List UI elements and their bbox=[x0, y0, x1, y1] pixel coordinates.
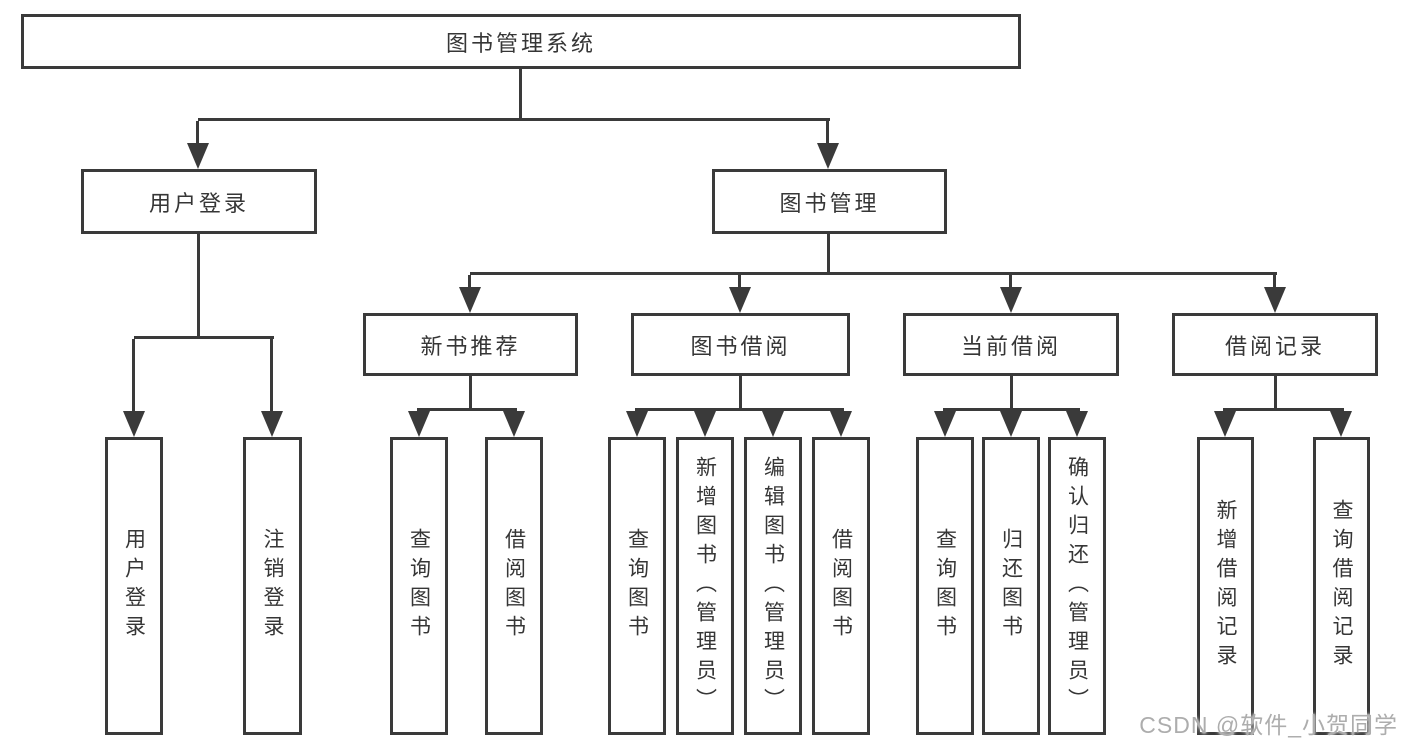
arrowhead-icon bbox=[408, 411, 430, 437]
arrowhead-icon bbox=[830, 411, 852, 437]
arrow-to-leaf-login bbox=[123, 339, 145, 437]
leaf-borrow-book-recommend-label: 借阅图书 bbox=[502, 528, 526, 644]
arrowhead-icon bbox=[503, 411, 525, 437]
arrow-leaf bbox=[1214, 408, 1236, 437]
leaf-edit-book-admin: 编辑图书（管理员） bbox=[744, 437, 802, 735]
connector-book-management-drop bbox=[827, 234, 830, 275]
connector-level3-bus bbox=[470, 272, 1277, 275]
arrowhead-icon bbox=[1214, 411, 1236, 437]
leaf-logout-label: 注销登录 bbox=[261, 528, 284, 644]
leaf-confirm-return-admin-label: 确认归还（管理员） bbox=[1065, 455, 1089, 717]
arrow-leaf bbox=[408, 408, 430, 437]
node-borrow-records-label: 借阅记录 bbox=[1224, 333, 1325, 359]
arrow-leaf bbox=[626, 408, 648, 437]
arrowhead-icon bbox=[1066, 411, 1088, 437]
connector-current-borrow-drop bbox=[1010, 376, 1013, 408]
node-book-management-label: 图书管理 bbox=[779, 190, 880, 216]
arrowhead-icon bbox=[626, 411, 648, 437]
connector-user-login-drop bbox=[197, 234, 200, 336]
leaf-query-book-recommend: 查询图书 bbox=[390, 437, 448, 735]
arrow-leaf bbox=[1000, 408, 1022, 437]
connector-book-borrow-drop bbox=[739, 376, 742, 408]
node-borrow-records: 借阅记录 bbox=[1172, 313, 1378, 376]
node-root-label: 图书管理系统 bbox=[445, 30, 596, 56]
arrowhead-icon bbox=[1000, 411, 1022, 437]
connector-user-login-bus bbox=[134, 336, 274, 339]
node-current-borrow-label: 当前借阅 bbox=[960, 333, 1061, 359]
arrowhead-icon bbox=[187, 143, 209, 169]
arrow-to-new-book-recommend bbox=[459, 275, 481, 313]
arrow-leaf bbox=[1066, 408, 1088, 437]
connector-current-borrow-bus bbox=[945, 408, 1080, 411]
leaf-query-book-recommend-label: 查询图书 bbox=[407, 528, 431, 644]
connector-root-drop bbox=[519, 68, 522, 121]
arrow-leaf bbox=[694, 408, 716, 437]
leaf-edit-book-admin-label: 编辑图书（管理员） bbox=[761, 455, 785, 717]
leaf-query-book-current: 查询图书 bbox=[916, 437, 974, 735]
leaf-add-borrow-record-label: 新增借阅记录 bbox=[1214, 499, 1237, 673]
arrow-to-current-borrow bbox=[1000, 275, 1022, 313]
arrowhead-icon bbox=[123, 411, 145, 437]
leaf-borrow-book: 借阅图书 bbox=[812, 437, 870, 735]
arrowhead-icon bbox=[934, 411, 956, 437]
arrow-leaf bbox=[1330, 408, 1352, 437]
node-book-borrow-label: 图书借阅 bbox=[690, 333, 791, 359]
arrow-to-book-borrow bbox=[729, 275, 751, 313]
leaf-borrow-book-label: 借阅图书 bbox=[829, 528, 853, 644]
arrowhead-icon bbox=[1000, 287, 1022, 313]
leaf-query-book-current-label: 查询图书 bbox=[933, 528, 957, 644]
arrow-to-book-management bbox=[817, 121, 839, 169]
arrowhead-icon bbox=[459, 287, 481, 313]
connector-level2-bus bbox=[198, 118, 830, 121]
leaf-query-book-borrow: 查询图书 bbox=[608, 437, 666, 735]
leaf-add-borrow-record: 新增借阅记录 bbox=[1197, 437, 1254, 735]
leaf-return-book: 归还图书 bbox=[982, 437, 1040, 735]
connector-borrow-records-bus bbox=[1225, 408, 1344, 411]
leaf-borrow-book-recommend: 借阅图书 bbox=[485, 437, 543, 735]
arrow-to-borrow-records bbox=[1264, 275, 1286, 313]
connector-borrow-records-drop bbox=[1274, 376, 1277, 408]
leaf-user-login-label: 用户登录 bbox=[122, 528, 146, 644]
node-user-login: 用户登录 bbox=[81, 169, 317, 234]
arrowhead-icon bbox=[1330, 411, 1352, 437]
arrowhead-icon bbox=[762, 411, 784, 437]
leaf-logout: 注销登录 bbox=[243, 437, 302, 735]
connector-new-book-drop bbox=[469, 376, 472, 408]
arrow-leaf bbox=[934, 408, 956, 437]
leaf-query-book-borrow-label: 查询图书 bbox=[625, 528, 649, 644]
arrowhead-icon bbox=[1264, 287, 1286, 313]
leaf-query-borrow-record: 查询借阅记录 bbox=[1313, 437, 1370, 735]
leaf-confirm-return-admin: 确认归还（管理员） bbox=[1048, 437, 1106, 735]
leaf-query-borrow-record-label: 查询借阅记录 bbox=[1330, 499, 1353, 673]
leaf-add-book-admin-label: 新增图书（管理员） bbox=[693, 455, 717, 717]
leaf-user-login: 用户登录 bbox=[105, 437, 163, 735]
connector-book-borrow-bus bbox=[637, 408, 844, 411]
arrowhead-icon bbox=[261, 411, 283, 437]
node-new-book-recommend: 新书推荐 bbox=[363, 313, 578, 376]
arrowhead-icon bbox=[694, 411, 716, 437]
leaf-add-book-admin: 新增图书（管理员） bbox=[676, 437, 734, 735]
watermark: CSDN @软件_小贺同学 bbox=[1139, 712, 1398, 738]
arrow-leaf bbox=[503, 408, 525, 437]
arrowhead-icon bbox=[817, 143, 839, 169]
node-book-borrow: 图书借阅 bbox=[631, 313, 850, 376]
node-user-login-label: 用户登录 bbox=[148, 190, 249, 216]
connector-new-book-bus bbox=[419, 408, 517, 411]
leaf-return-book-label: 归还图书 bbox=[999, 528, 1023, 644]
node-root: 图书管理系统 bbox=[21, 14, 1021, 69]
arrow-leaf bbox=[762, 408, 784, 437]
arrow-to-user-login bbox=[187, 121, 209, 169]
arrow-to-leaf-logout bbox=[261, 339, 283, 437]
node-book-management: 图书管理 bbox=[712, 169, 947, 234]
arrowhead-icon bbox=[729, 287, 751, 313]
node-new-book-recommend-label: 新书推荐 bbox=[420, 333, 521, 359]
node-current-borrow: 当前借阅 bbox=[903, 313, 1119, 376]
arrow-leaf bbox=[830, 408, 852, 437]
